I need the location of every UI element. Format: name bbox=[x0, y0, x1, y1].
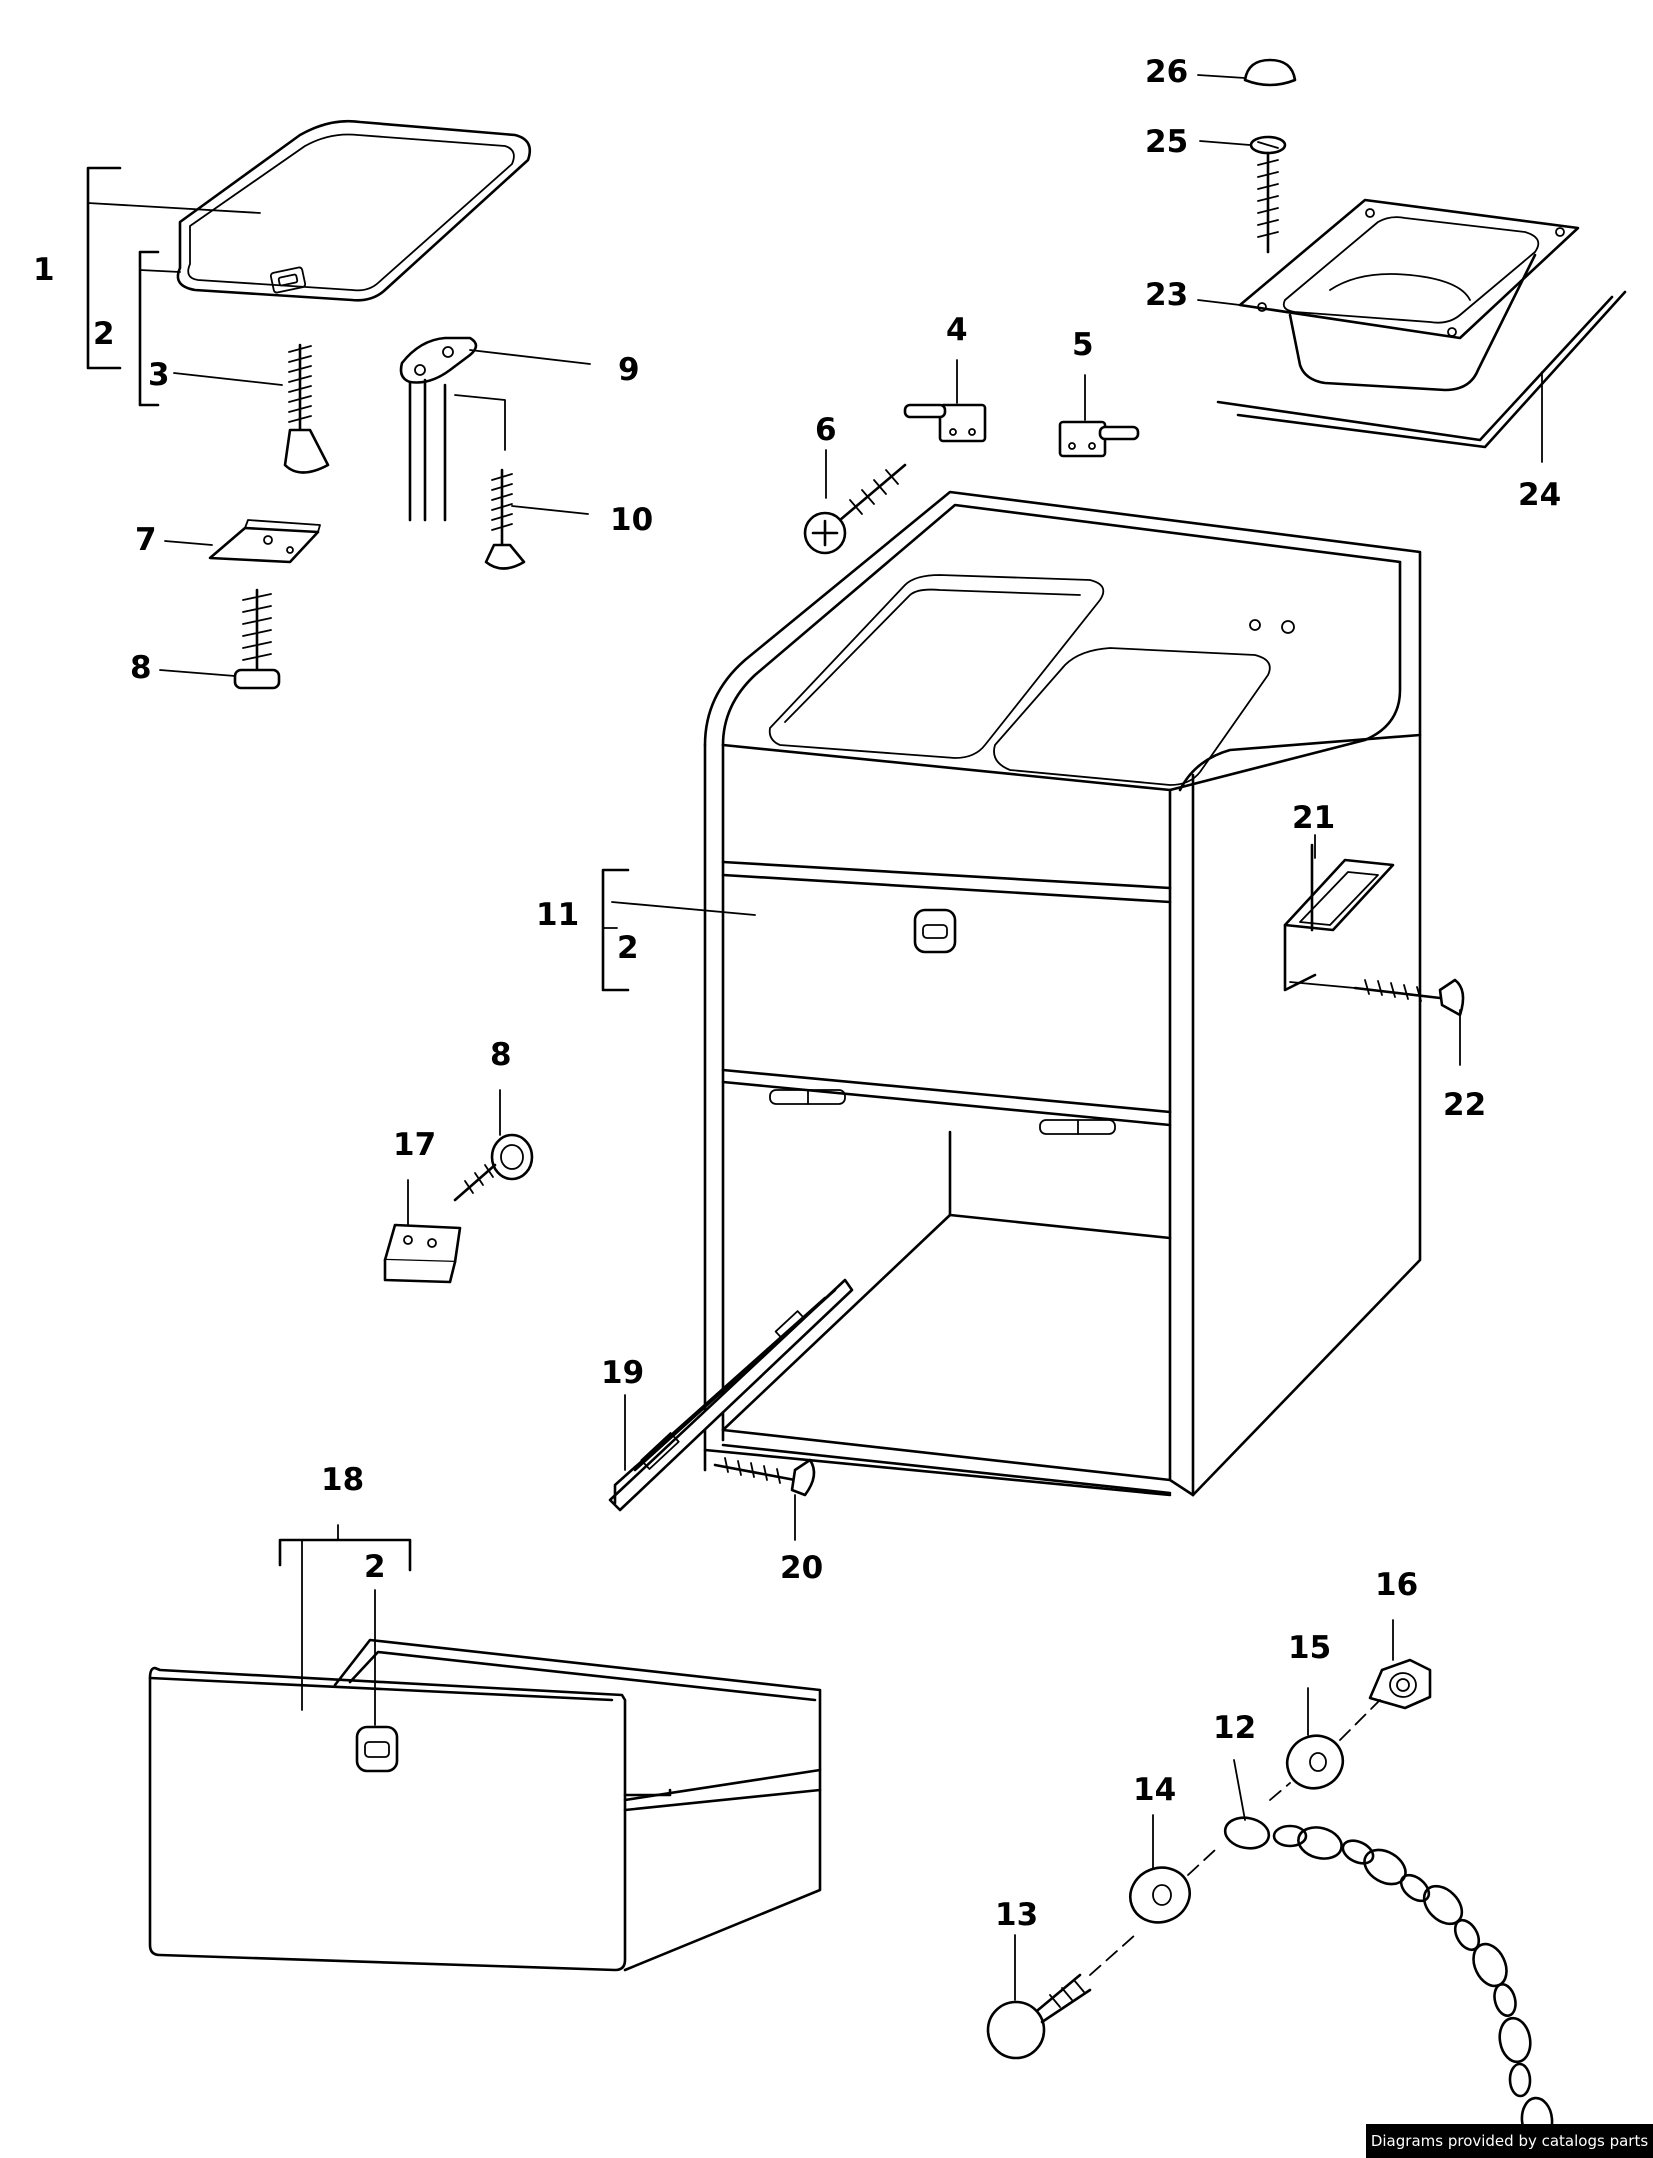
screw-10 bbox=[484, 468, 589, 570]
latch-plate-9 bbox=[399, 336, 591, 522]
drawer-slide-19 bbox=[608, 1278, 854, 1512]
cabinet-body bbox=[703, 490, 1422, 1497]
washer-15 bbox=[1285, 1687, 1345, 1790]
callout-11-2: 2 bbox=[617, 930, 639, 966]
callout-4: 4 bbox=[946, 312, 968, 348]
callout-5: 5 bbox=[1072, 327, 1094, 363]
callout-22: 22 bbox=[1443, 1087, 1486, 1123]
drawer-18 bbox=[148, 1524, 822, 1972]
callout-14: 14 bbox=[1133, 1772, 1176, 1808]
callout-20: 20 bbox=[780, 1550, 823, 1586]
callout-19: 19 bbox=[601, 1355, 644, 1391]
callout-9: 9 bbox=[618, 352, 640, 388]
bolt-13 bbox=[986, 1699, 1381, 2060]
callout-2: 2 bbox=[93, 316, 115, 352]
callout-6: 6 bbox=[815, 412, 837, 448]
screw-6 bbox=[803, 449, 907, 555]
callout-10: 10 bbox=[610, 502, 653, 538]
screw-20 bbox=[713, 1457, 816, 1541]
sink-basin-23 bbox=[1197, 198, 1580, 392]
callout-1: 1 bbox=[33, 252, 55, 288]
callout-21: 21 bbox=[1292, 800, 1335, 836]
callout-17: 17 bbox=[393, 1127, 436, 1163]
callout-7: 7 bbox=[135, 522, 157, 558]
callout-13: 13 bbox=[995, 1897, 1038, 1933]
screw-3 bbox=[173, 343, 330, 474]
hinge-4 bbox=[903, 359, 987, 443]
callout-12: 12 bbox=[1213, 1710, 1256, 1746]
callout-3: 3 bbox=[148, 357, 170, 393]
callout-15: 15 bbox=[1288, 1630, 1331, 1666]
handle-21 bbox=[1283, 834, 1395, 992]
callout-24: 24 bbox=[1518, 477, 1561, 513]
bracket-11-2 bbox=[601, 868, 756, 992]
nut-16 bbox=[1368, 1619, 1432, 1710]
callout-18: 18 bbox=[321, 1462, 364, 1498]
callout-23: 23 bbox=[1145, 277, 1188, 313]
screw-8-upper bbox=[159, 588, 281, 690]
credit-banner: Diagrams provided by catalogs parts bbox=[1366, 2124, 1653, 2158]
bracket-1-2 bbox=[86, 166, 261, 407]
screw-22 bbox=[1289, 978, 1465, 1066]
cap-26 bbox=[1197, 58, 1297, 87]
callout-16: 16 bbox=[1375, 1567, 1418, 1603]
callout-8: 8 bbox=[130, 650, 152, 686]
callout-labels: 1 2 3 4 5 6 7 8 9 10 11 2 8 17 19 18 2 2… bbox=[33, 54, 1561, 1933]
callout-18-2: 2 bbox=[364, 1549, 386, 1585]
screw-25 bbox=[1199, 135, 1287, 254]
callout-8-lower: 8 bbox=[490, 1037, 512, 1073]
callout-26: 26 bbox=[1145, 54, 1188, 90]
lid-panel bbox=[176, 120, 532, 302]
counter-panel-24 bbox=[1216, 290, 1627, 463]
washer-14 bbox=[1129, 1814, 1191, 1924]
screw-8-lower bbox=[453, 1089, 534, 1202]
hinge-5 bbox=[1058, 374, 1140, 458]
callout-25: 25 bbox=[1145, 124, 1188, 160]
callout-11: 11 bbox=[536, 897, 579, 933]
bracket-17 bbox=[383, 1179, 462, 1284]
chain-12 bbox=[1223, 1759, 1554, 2144]
hinge-plate-7 bbox=[164, 519, 321, 564]
